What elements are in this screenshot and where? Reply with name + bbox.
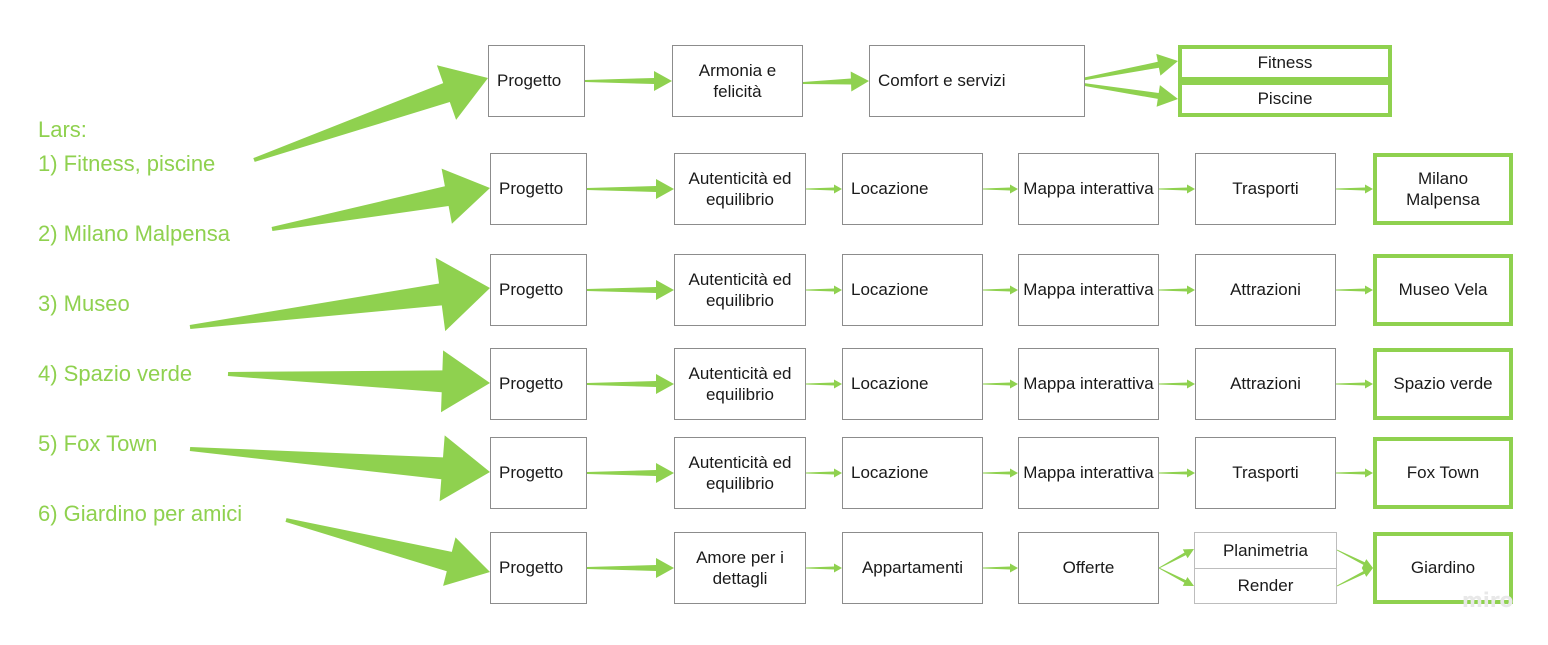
- note6-to-flow6-arrow: [285, 518, 490, 586]
- flow5-leaf-fox-town[interactable]: Fox Town: [1373, 437, 1513, 509]
- flow5-arrow-5: [1336, 468, 1373, 478]
- flow1-leaf-piscine[interactable]: Piscine: [1178, 81, 1392, 117]
- flow1-arrow-4: [1067, 81, 1178, 107]
- flow2-arrow-3: [983, 184, 1018, 194]
- flow4-node-progetto[interactable]: Progetto: [490, 348, 587, 420]
- flow5-arrow-1: [587, 463, 674, 483]
- note5-to-flow5-arrow: [189, 435, 491, 502]
- flow4-leaf-spazio-verde[interactable]: Spazio verde: [1373, 348, 1513, 420]
- flow5-node-locazione[interactable]: Locazione: [842, 437, 983, 509]
- flow1-arrow-3: [1067, 53, 1178, 83]
- flow5-node-autenticita[interactable]: Autenticità ed equilibrio: [674, 437, 806, 509]
- flow6-arrow-5: [1158, 567, 1194, 586]
- flow2-node-mappa[interactable]: Mappa interattiva: [1018, 153, 1159, 225]
- notes-title: Lars:: [38, 117, 87, 142]
- flow6-arrow-4: [1158, 549, 1194, 569]
- flow1-node-progetto[interactable]: Progetto: [488, 45, 585, 117]
- flow6-node-progetto[interactable]: Progetto: [490, 532, 587, 604]
- flow4-arrow-4: [1159, 379, 1195, 389]
- flow4-arrow-5: [1336, 379, 1373, 389]
- flow5-arrow-3: [983, 468, 1018, 478]
- flow5-node-mappa[interactable]: Mappa interattiva: [1018, 437, 1159, 509]
- flow3-arrow-5: [1336, 285, 1373, 295]
- flow4-node-autenticita[interactable]: Autenticità ed equilibrio: [674, 348, 806, 420]
- flow3-arrow-1: [587, 280, 674, 300]
- note2-to-flow2-arrow: [271, 168, 490, 231]
- flow2-leaf-malpensa[interactable]: Milano Malpensa: [1373, 153, 1513, 225]
- flow6-option-render[interactable]: Render: [1194, 568, 1337, 604]
- note-item-2: 2) Milano Malpensa: [38, 221, 230, 246]
- flow4-arrow-2: [806, 379, 842, 389]
- flow1-node-armonia[interactable]: Armonia e felicità: [672, 45, 803, 117]
- flow2-arrow-4: [1159, 184, 1195, 194]
- flow6-arrow-7: [1336, 568, 1373, 587]
- flow3-node-autenticita[interactable]: Autenticità ed equilibrio: [674, 254, 806, 326]
- note-item-1: 1) Fitness, piscine: [38, 151, 216, 176]
- note4-to-flow4-arrow: [227, 350, 490, 413]
- flow3-arrow-4: [1159, 285, 1195, 295]
- note-item-4: 4) Spazio verde: [38, 361, 193, 386]
- flow5-node-trasporti[interactable]: Trasporti: [1195, 437, 1336, 509]
- flow6-node-appartamenti[interactable]: Appartamenti: [842, 532, 983, 604]
- flow2-arrow-2: [806, 184, 842, 194]
- flow2-node-locazione[interactable]: Locazione: [842, 153, 983, 225]
- flow1-leaf-fitness[interactable]: Fitness: [1178, 45, 1392, 81]
- watermark-logo: miro: [1462, 588, 1514, 612]
- flow6-option-planimetria[interactable]: Planimetria: [1194, 532, 1337, 569]
- note-item-3: 3) Museo: [38, 291, 130, 316]
- flow2-arrow-1: [587, 179, 674, 199]
- flow2-node-progetto[interactable]: Progetto: [490, 153, 587, 225]
- flow3-leaf-museo-vela[interactable]: Museo Vela: [1373, 254, 1513, 326]
- flow4-arrow-1: [587, 374, 674, 394]
- flow6-arrow-3: [983, 563, 1018, 573]
- flow3-node-locazione[interactable]: Locazione: [842, 254, 983, 326]
- flow2-node-trasporti[interactable]: Trasporti: [1195, 153, 1336, 225]
- flow3-node-attrazioni[interactable]: Attrazioni: [1195, 254, 1336, 326]
- note-item-6: 6) Giardino per amici: [38, 501, 243, 526]
- flow6-leaf-giardino[interactable]: Giardino: [1373, 532, 1513, 604]
- flow5-arrow-2: [806, 468, 842, 478]
- flow2-node-autenticita[interactable]: Autenticità ed equilibrio: [674, 153, 806, 225]
- flow3-node-mappa[interactable]: Mappa interattiva: [1018, 254, 1159, 326]
- flow1-arrow-1: [585, 71, 672, 91]
- flow6-arrow-6: [1336, 549, 1373, 568]
- flow4-arrow-3: [983, 379, 1018, 389]
- note1-to-flow1-arrow: [253, 65, 488, 162]
- flow1-node-comfort[interactable]: Comfort e servizi: [869, 45, 1085, 117]
- flow5-node-progetto[interactable]: Progetto: [490, 437, 587, 509]
- note-item-5: 5) Fox Town: [38, 431, 158, 456]
- flow4-node-attrazioni[interactable]: Attrazioni: [1195, 348, 1336, 420]
- flow3-arrow-3: [983, 285, 1018, 295]
- flow4-node-mappa[interactable]: Mappa interattiva: [1018, 348, 1159, 420]
- note3-to-flow3-arrow: [189, 257, 490, 332]
- flow2-arrow-5: [1336, 184, 1373, 194]
- flow6-node-offerte[interactable]: Offerte: [1018, 532, 1159, 604]
- flow6-arrow-2: [806, 563, 842, 573]
- flow6-arrow-1: [587, 558, 674, 578]
- flow4-node-locazione[interactable]: Locazione: [842, 348, 983, 420]
- flow3-arrow-2: [806, 285, 842, 295]
- flow3-node-progetto[interactable]: Progetto: [490, 254, 587, 326]
- flow5-arrow-4: [1159, 468, 1195, 478]
- flow1-arrow-2: [803, 71, 869, 92]
- flow6-node-amore[interactable]: Amore per i dettagli: [674, 532, 806, 604]
